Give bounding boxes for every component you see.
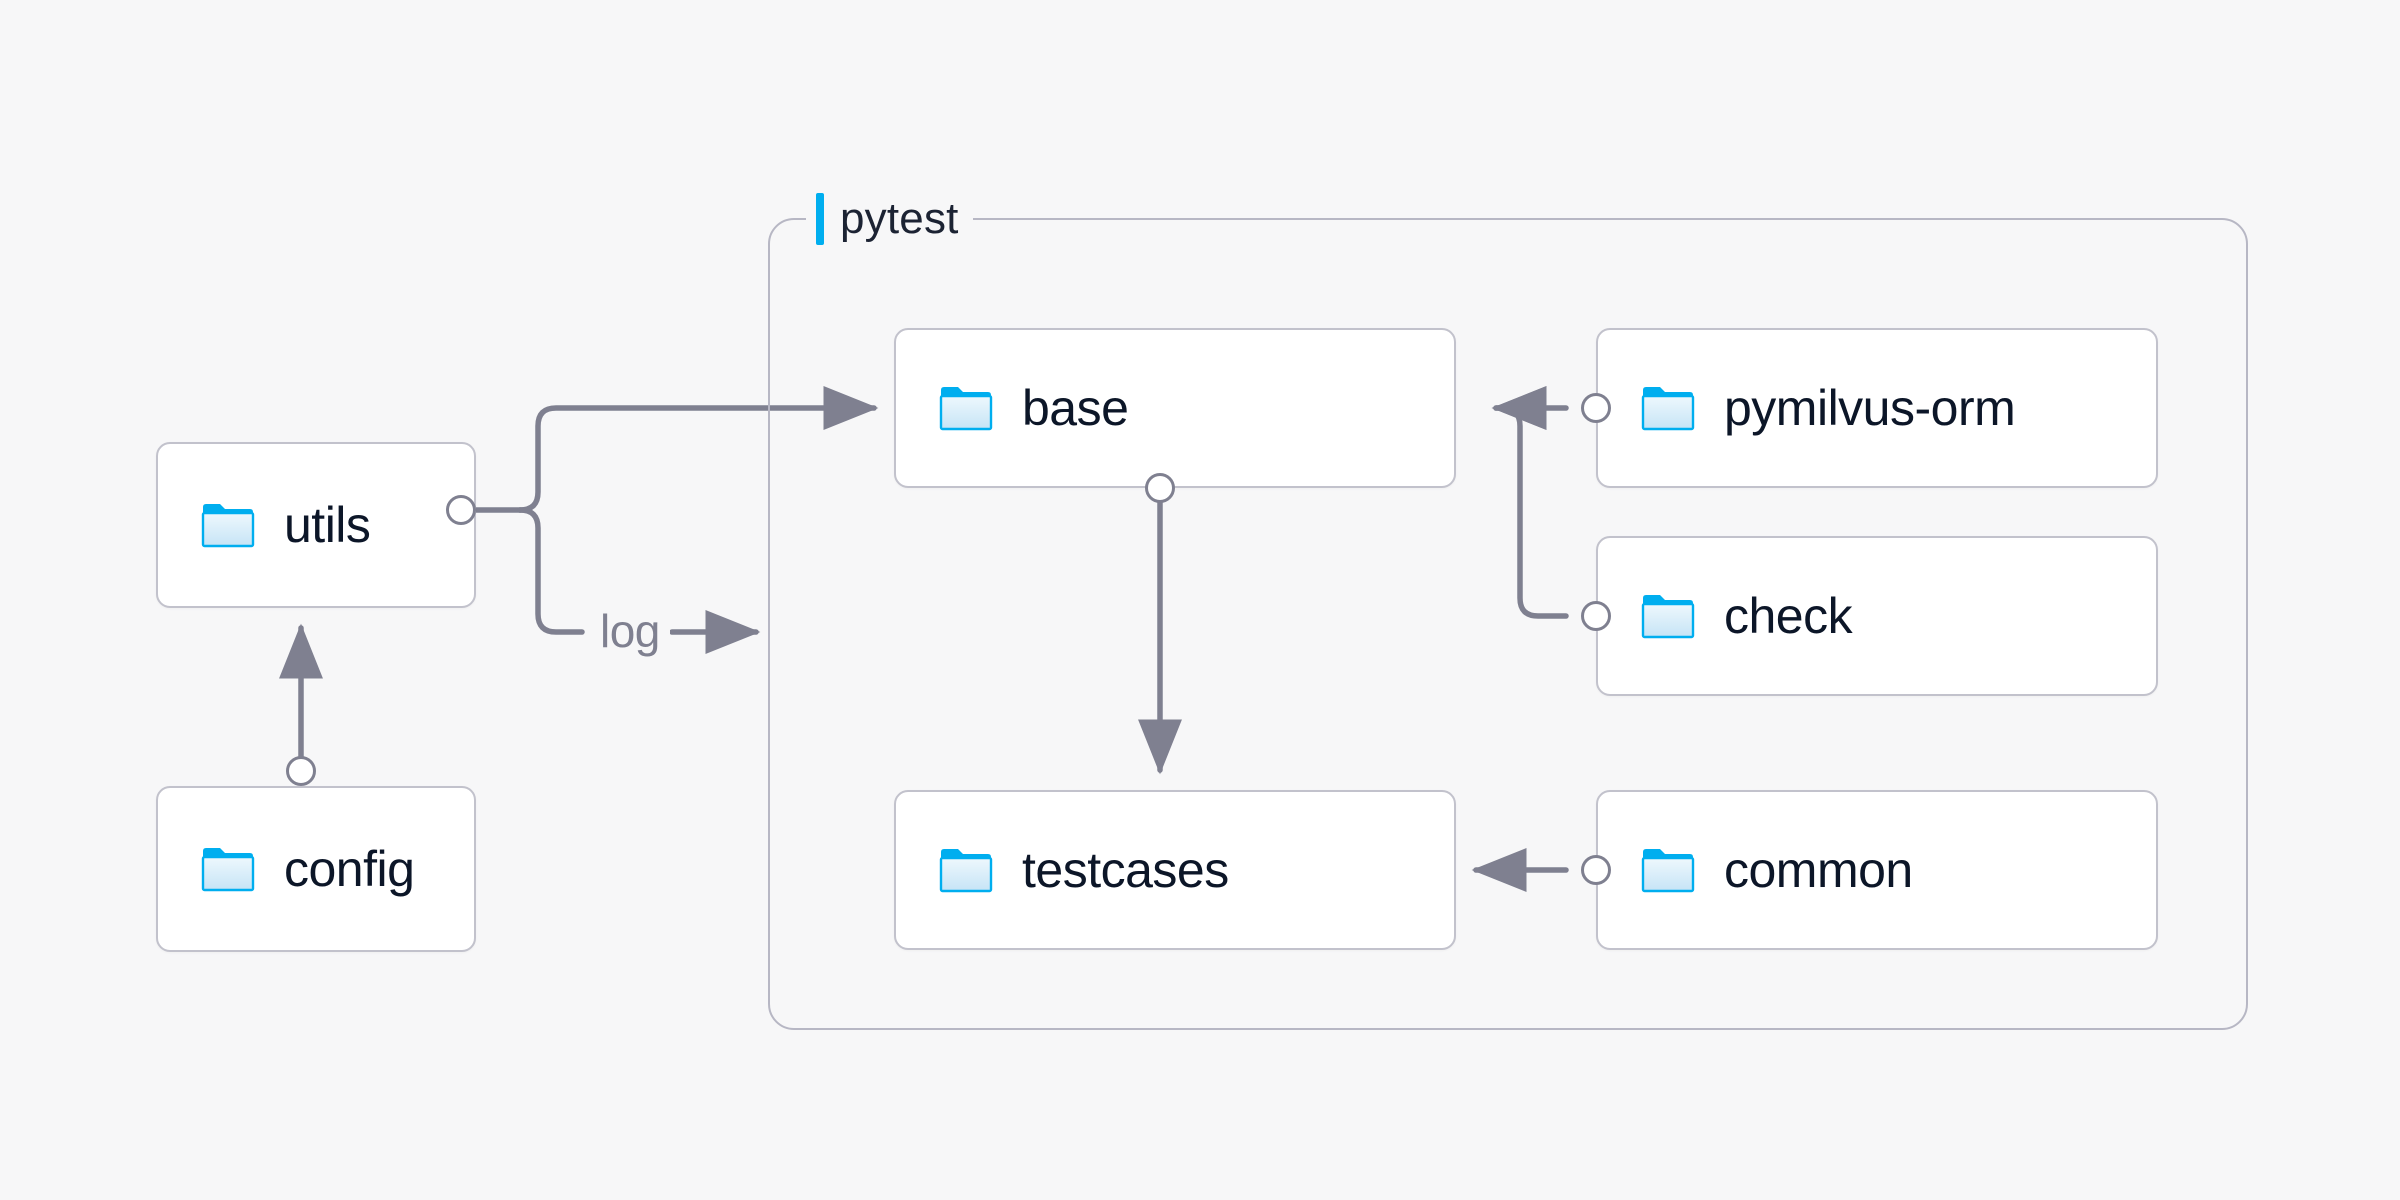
group-pytest[interactable] — [768, 218, 2248, 1030]
node-label: testcases — [1022, 842, 1229, 898]
folder-icon — [1640, 592, 1696, 640]
folder-icon — [1640, 846, 1696, 894]
port-check-left[interactable] — [1581, 601, 1611, 631]
node-testcases[interactable]: testcases — [894, 790, 1456, 950]
node-common[interactable]: common — [1596, 790, 2158, 950]
port-config-top[interactable] — [286, 756, 316, 786]
port-common-left[interactable] — [1581, 855, 1611, 885]
port-pymilvus-left[interactable] — [1581, 393, 1611, 423]
port-base-bottom[interactable] — [1145, 473, 1175, 503]
group-label-text: pytest — [840, 194, 959, 243]
port-utils-right[interactable] — [446, 495, 476, 525]
node-label: common — [1724, 842, 1913, 898]
node-label: config — [284, 841, 415, 897]
edge-utils-to-log — [517, 507, 585, 635]
node-config[interactable]: config — [156, 786, 476, 952]
node-base[interactable]: base — [894, 328, 1456, 488]
node-label: check — [1724, 588, 1853, 644]
node-label: base — [1022, 380, 1129, 436]
folder-icon — [938, 846, 994, 894]
edge-label-log: log — [590, 608, 670, 654]
folder-icon — [938, 384, 994, 432]
folder-icon — [200, 501, 256, 549]
group-accent-bar — [816, 193, 824, 245]
node-check[interactable]: check — [1596, 536, 2158, 696]
node-utils[interactable]: utils — [156, 442, 476, 608]
folder-icon — [1640, 384, 1696, 432]
group-pytest-label: pytest — [806, 190, 973, 248]
node-label: pymilvus-orm — [1724, 380, 2016, 436]
node-label: utils — [284, 497, 371, 553]
folder-icon — [200, 845, 256, 893]
node-pymilvus-orm[interactable]: pymilvus-orm — [1596, 328, 2158, 488]
